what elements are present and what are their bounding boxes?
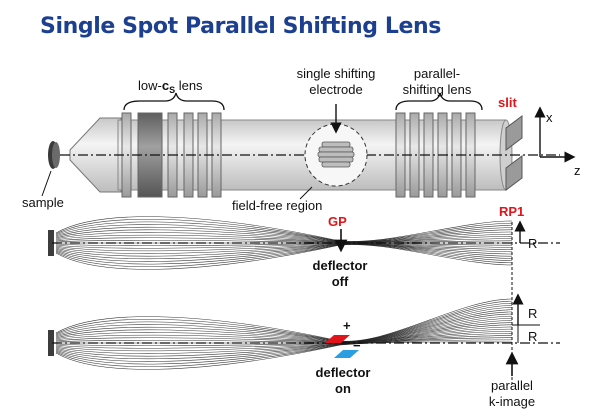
sample-plate-on [48,330,54,356]
sample-plate-off [48,230,54,256]
deflector-off-ray [55,232,513,243]
deflector-on-ray [55,337,513,365]
deflector-on-ray [55,305,513,342]
parallel-lens-label-1: parallel- [414,66,460,81]
low-cs-label: low-cS lens [138,78,203,95]
electrode-rod [321,161,351,168]
sample-disk [48,141,60,169]
deflector-off-ray [55,243,513,257]
deflector-on-ray [55,326,513,352]
objective-cone [69,117,122,193]
deflector-on-ray [55,309,513,343]
kimage-label-1: parallel [491,378,533,393]
deflector-off-ray [55,234,513,243]
deflector-on-ray [55,341,513,370]
deflector-off-ray [55,244,513,267]
deflector-off-label-2: off [332,274,349,289]
axis-z-label: z [574,163,581,178]
deflector-on-ray [55,328,513,354]
deflector-on-ray [55,339,513,367]
deflector-off-ray [55,243,513,254]
parallel-lens-brace [395,92,483,111]
field-free-label: field-free region [232,198,322,213]
deflector-on-label-1: deflector [316,365,371,380]
deflector-off-ray [55,224,513,243]
deflector-on-ray [55,335,513,362]
axis-x-label: x [546,110,553,125]
deflector-off-ray [55,219,513,242]
deflector-on-ray [55,298,513,342]
deflector-off-ray [55,243,513,265]
ray-bundle-deflector-off [55,216,513,270]
low-cs-brace [123,92,225,111]
shifting-electrode-label-1: single shifting [297,66,376,81]
deflector-on-ray [55,307,513,343]
electrode-rod [318,156,354,163]
ray-bundle-deflector-on [55,298,513,370]
gp-label: GP [328,214,347,229]
minus-label: − [353,338,361,353]
deflector-off-label-1: deflector [313,258,368,273]
shifting-electrode-label-2: electrode [309,82,362,97]
coordinate-axes [534,106,576,163]
deflector-on-ray [55,303,513,342]
deflector-off-ray [55,244,513,270]
electrode-rod [317,151,355,158]
plus-label: + [343,318,351,333]
deflector-off-ray [55,237,513,243]
deflector-off-ray [55,221,513,243]
r-upper-label: R [528,306,537,321]
diagram-title: Single Spot Parallel Shifting Lens [40,14,441,39]
slit-plates [505,115,523,191]
deflector-off-ray [55,216,513,242]
deflector-plate-positive [325,335,350,343]
shifting-electrode-rods [317,141,355,168]
kimage-label-2: k-image [489,394,535,409]
r-lower-label: R [528,329,537,344]
field-free-pointer [299,186,313,200]
parallel-lens-label-2: shifting lens [403,82,472,97]
deflector-on-ray [56,320,513,344]
sample-pointer [41,170,52,197]
deflector-off-ray [55,243,513,252]
sample-label: sample [22,195,64,210]
electrode-rod [321,141,351,148]
deflector-off-ray [55,243,513,262]
rp1-label: RP1 [499,204,524,219]
deflector-off-ray [55,243,513,260]
deflector-off-ray [55,229,513,243]
deflector-plate-negative [334,350,359,358]
electrode-rod [318,146,354,153]
deflector-on-ray [55,330,513,357]
deflector-off-ray [55,226,513,243]
deflector-on-ray [55,333,513,360]
deflector-off-ray [55,243,513,249]
deflector-on-ray [55,300,513,342]
slit-label: slit [498,95,517,110]
r-top-label: R [528,236,537,251]
deflector-on-label-2: on [335,381,351,396]
deflector-on-ray [55,324,513,349]
